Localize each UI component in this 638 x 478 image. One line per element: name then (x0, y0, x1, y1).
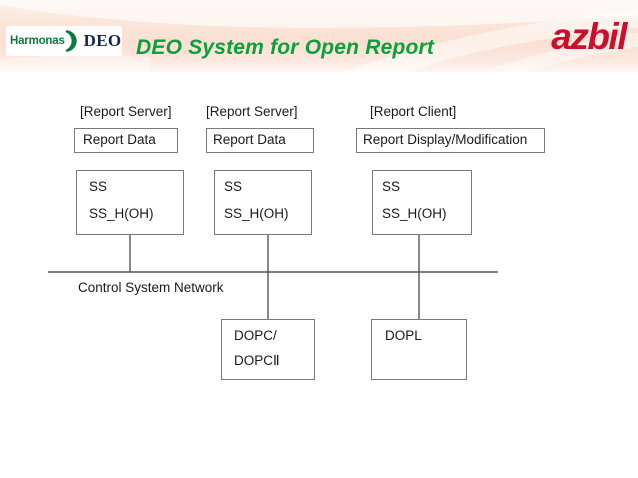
page-title: DEO System for Open Report (136, 36, 435, 59)
system-architecture-diagram: [Report Server] Report Data SS SS_H(OH) … (0, 76, 638, 478)
box-ss-server-1-line-2: SS_H(OH) (89, 206, 154, 221)
deo-wordmark: DEO (83, 31, 122, 50)
box-dopc[interactable]: DOPC/ DOPCⅡ (221, 319, 315, 380)
harmonas-deo-logo: Harmonas DEO (6, 26, 122, 56)
box-ss-server-2-line-1: SS (224, 179, 243, 194)
box-ss-server-2-line-2: SS_H(OH) (224, 206, 289, 221)
box-ss-server-1-line-1: SS (89, 179, 108, 194)
caption-report-server-2: [Report Server] (206, 104, 298, 119)
box-dopc-line-2: DOPCⅡ (234, 353, 280, 368)
box-report-display-modification-label: Report Display/Modification (363, 132, 528, 147)
box-report-data-2[interactable]: Report Data (206, 128, 314, 153)
caption-report-server-1: [Report Server] (80, 104, 172, 119)
diagram-connectors (48, 235, 498, 319)
box-report-data-2-label: Report Data (213, 132, 286, 147)
control-system-network-label: Control System Network (78, 280, 224, 295)
banner-swoosh-decoration (0, 0, 638, 76)
header-banner: Harmonas DEO DEO System for Open Report … (0, 0, 638, 76)
azbil-brand-logo: azbil (551, 16, 627, 57)
box-ss-client-line-1: SS (382, 179, 401, 194)
box-ss-server-2[interactable]: SS SS_H(OH) (214, 170, 312, 235)
box-ss-client-line-2: SS_H(OH) (382, 206, 447, 221)
box-dopc-line-1: DOPC/ (234, 328, 277, 343)
harmonas-wordmark: Harmonas (10, 35, 65, 47)
box-dopl[interactable]: DOPL (371, 319, 467, 380)
box-report-data-1-label: Report Data (83, 132, 156, 147)
box-ss-server-1[interactable]: SS SS_H(OH) (76, 170, 184, 235)
green-swoosh-arc-icon (63, 26, 83, 56)
box-report-data-1[interactable]: Report Data (74, 128, 178, 153)
box-dopl-label: DOPL (385, 328, 422, 343)
box-report-display-modification[interactable]: Report Display/Modification (356, 128, 545, 153)
box-ss-client[interactable]: SS SS_H(OH) (372, 170, 472, 235)
caption-report-client: [Report Client] (370, 104, 457, 119)
